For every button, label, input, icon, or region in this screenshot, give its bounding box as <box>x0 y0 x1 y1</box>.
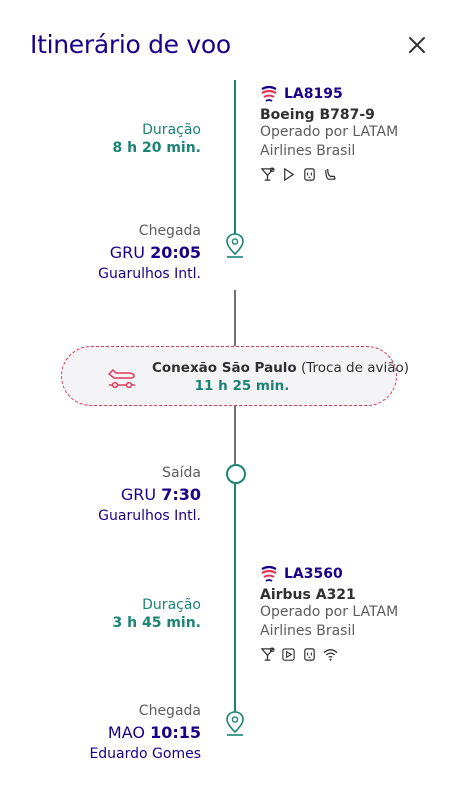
flight-info-1: LA8195 Boeing B787-9 Operado por LATAM A… <box>260 85 400 182</box>
departure-node-icon <box>226 464 246 484</box>
close-icon[interactable] <box>404 32 430 58</box>
page-title: Itinerário de voo <box>30 30 231 59</box>
latam-logo-icon <box>261 85 277 102</box>
aircraft-1: Boeing B787-9 <box>260 107 375 123</box>
amenities-2 <box>260 647 400 662</box>
location-pin-icon <box>226 711 244 736</box>
cocktail-icon <box>260 167 275 181</box>
arrival-label: Chegada <box>138 703 201 719</box>
departure-2: Saída GRU 7:30 Guarulhos Intl. <box>98 465 201 524</box>
operated-by-2: Operado por LATAM Airlines Brasil <box>260 604 399 639</box>
departure-airport: Guarulhos Intl. <box>98 508 201 524</box>
flight-info-2: LA3560 Airbus A321 Operado por LATAM Air… <box>260 565 400 662</box>
arrival-2: Chegada MAO 10:15 Eduardo Gomes <box>89 703 201 762</box>
departure-label: Saída <box>162 465 201 481</box>
duration-label: Duração <box>142 597 201 613</box>
outlet-icon <box>304 648 315 661</box>
location-pin-icon <box>226 233 244 258</box>
duration-1: Duração 8 h 20 min. <box>113 122 201 156</box>
connection-title: Conexão São Paulo (Troca de avião) <box>152 360 410 376</box>
timeline-segment-1 <box>234 80 236 240</box>
arrival-time: MAO 10:15 <box>107 723 201 742</box>
wifi-icon <box>323 649 338 661</box>
operated-by-1: Operado por LATAM Airlines Brasil <box>260 124 399 159</box>
plane-connection-icon <box>107 368 135 389</box>
latam-logo-icon <box>261 565 277 582</box>
timeline-segment-2 <box>234 484 236 716</box>
connection-duration: 11 h 25 min. <box>194 378 290 394</box>
play-icon <box>282 648 295 661</box>
aircraft-2: Airbus A321 <box>260 587 356 603</box>
seat-icon <box>325 168 336 180</box>
timeline-connection-bottom <box>234 406 236 464</box>
arrival-1: Chegada GRU 20:05 Guarulhos Intl. <box>98 223 201 282</box>
outlet-icon <box>304 168 315 181</box>
duration-value: 8 h 20 min. <box>112 140 201 156</box>
departure-time: GRU 7:30 <box>120 485 201 504</box>
arrival-airport: Guarulhos Intl. <box>98 266 201 282</box>
arrival-time: GRU 20:05 <box>109 243 201 262</box>
amenities-1 <box>260 167 400 182</box>
flight-number-2: LA3560 <box>260 565 400 583</box>
timeline-connection-top <box>234 290 236 346</box>
duration-value: 3 h 45 min. <box>112 615 201 631</box>
duration-label: Duração <box>142 122 201 138</box>
cocktail-icon <box>260 647 275 661</box>
arrival-label: Chegada <box>138 223 201 239</box>
flight-number-1: LA8195 <box>260 85 400 103</box>
play-icon <box>284 167 295 182</box>
connection-card: Conexão São Paulo (Troca de avião) 11 h … <box>61 346 409 406</box>
arrival-airport: Eduardo Gomes <box>89 746 201 762</box>
duration-2: Duração 3 h 45 min. <box>113 597 201 631</box>
